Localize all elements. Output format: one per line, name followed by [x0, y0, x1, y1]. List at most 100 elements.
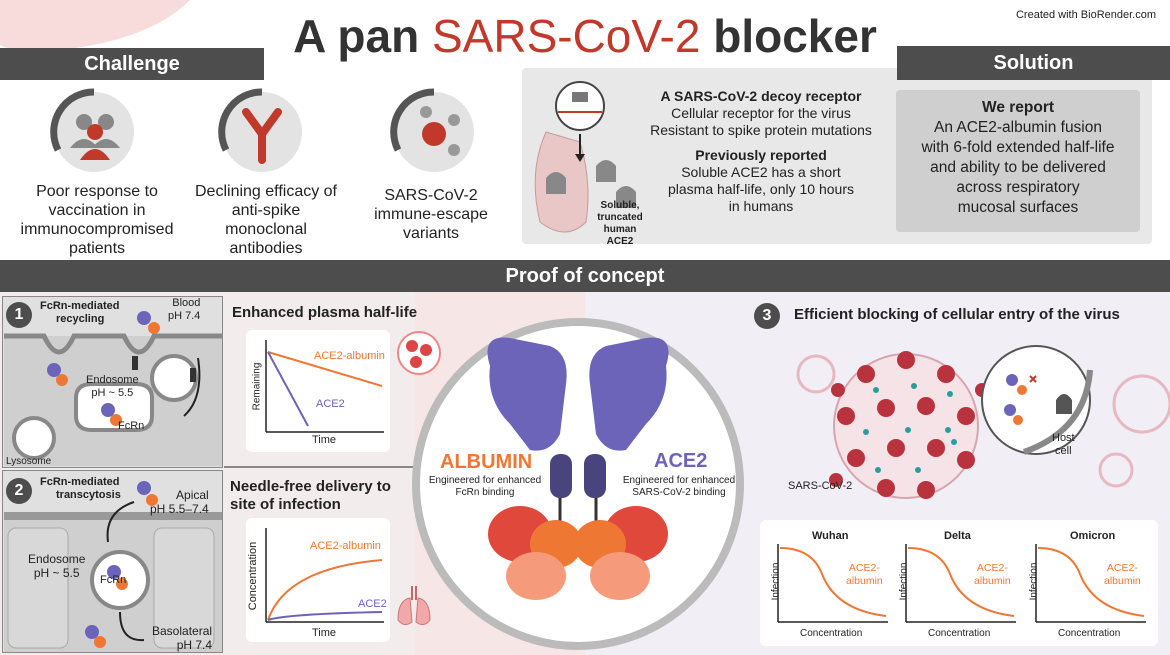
apical-line1: Apical — [176, 488, 209, 502]
ace2-albumin-molecule — [412, 318, 744, 650]
decoy-line-2: Resistant to spike protein mutations — [650, 122, 872, 138]
panel1-title: FcRn-mediated recycling — [40, 300, 119, 326]
delivery-ylabel: Concentration — [247, 541, 259, 611]
chart-delta-label: ACE2- albumin — [974, 562, 1011, 588]
infection-chart-omicron — [1035, 544, 1146, 623]
challenge-text-1: Poor response to vaccination in immunoco… — [20, 183, 174, 257]
delta-label-line2: albumin — [974, 575, 1011, 587]
fcrn-label-1: FcRn — [118, 420, 145, 432]
lungs-icon — [397, 586, 431, 626]
host-label-line1: Host — [1052, 432, 1075, 444]
panel1-number: 1 — [6, 302, 32, 328]
halflife-ylabel: Remaining — [251, 362, 263, 411]
decoy-title: A SARS-CoV-2 decoy receptor — [660, 88, 862, 104]
challenge-text-3: SARS-CoV-2 immune-escape variants — [374, 187, 488, 242]
blood-label: Blood pH 7.4 — [168, 297, 200, 323]
decoy-line-3: Soluble ACE2 has a short — [681, 164, 841, 180]
halflife-title: Enhanced plasma half-life — [232, 304, 418, 321]
decoy-line-5: in humans — [728, 198, 794, 214]
decoy-line-4: plasma half-life, only 10 hours — [668, 181, 854, 197]
lung-cell-illustration — [534, 81, 636, 233]
ace2-desc-line1: Engineered for enhanced — [622, 475, 736, 486]
infection-chart-delta — [905, 544, 1016, 623]
basolateral-label: Basolateral pH 7.4 — [152, 624, 212, 652]
wuhan-label-line1: ACE2- — [848, 562, 880, 574]
host-label-line2: cell — [1055, 445, 1072, 457]
chart-wuhan-title: Wuhan — [812, 530, 849, 542]
chart-omicron-xlabel: Concentration — [1058, 628, 1121, 639]
halflife-chart — [265, 340, 384, 433]
solution-line-5: mucosal surfaces — [957, 199, 1079, 216]
title-accent: SARS-CoV-2 — [432, 10, 701, 62]
recycling-illustration — [4, 311, 222, 466]
solution-bar: Solution — [897, 46, 1170, 80]
title-part-pre: A pan — [293, 10, 432, 62]
blood-cell-icon — [397, 331, 441, 375]
challenge-text-2: Declining efficacy of anti-spike monoclo… — [195, 183, 337, 257]
soluble-ace2-label: Soluble, truncated human ACE2 — [584, 200, 656, 248]
panel2-title: FcRn-mediated transcytosis — [40, 476, 121, 502]
delivery-label-ace2: ACE2 — [358, 598, 387, 610]
horizontal-divider — [224, 466, 415, 468]
delivery-title-line1: Needle-free delivery to — [230, 478, 391, 495]
panel2-title-line1: FcRn-mediated — [40, 476, 120, 488]
omicron-label-line1: ACE2- — [1106, 562, 1138, 574]
credit-text: Created with BioRender.com — [1015, 9, 1156, 21]
chart-wuhan-ylabel: Infection — [770, 562, 782, 601]
sars-cov-2-label: SARS-CoV-2 — [788, 480, 853, 492]
endosome1-line1: Endosome — [86, 374, 139, 386]
chart-wuhan-xlabel: Concentration — [800, 628, 863, 639]
chart-omicron-title: Omicron — [1070, 530, 1116, 542]
ace2-label: ACE2 — [654, 450, 708, 472]
solution-box: We report An ACE2-albumin fusion with 6-… — [896, 90, 1140, 232]
basolateral-line2: pH 7.4 — [176, 638, 213, 652]
omicron-label-line2: albumin — [1104, 575, 1141, 587]
virus-icon — [390, 88, 474, 172]
previously-reported-title: Previously reported — [695, 147, 827, 163]
chart-wuhan-label: ACE2- albumin — [846, 562, 883, 588]
fcrn-label-2: FcRn — [100, 574, 127, 586]
solution-line-3: and ability to be delivered — [930, 159, 1106, 176]
endosome2-line1: Endosome — [28, 552, 86, 566]
delivery-title-line2: site of infection — [230, 496, 341, 513]
antibody-icon — [218, 88, 302, 172]
apical-label: Apical pH 5.5–7.4 — [150, 488, 209, 516]
panel2-title-line2: transcytosis — [56, 489, 121, 501]
panel3-number: 3 — [754, 303, 780, 329]
soluble-label-line1: Soluble, — [600, 200, 640, 211]
panel3-title: Efficient blocking of cellular entry of … — [794, 306, 1120, 323]
delivery-title: Needle-free delivery to site of infectio… — [230, 478, 391, 514]
chart-omicron-label: ACE2- albumin — [1104, 562, 1141, 588]
endosome-label-2: Endosome pH ~ 5.5 — [28, 552, 85, 580]
solution-line-1: An ACE2-albumin fusion — [933, 119, 1102, 136]
decoy-line-1: Cellular receptor for the virus — [671, 105, 851, 121]
soluble-label-line3: ACE2 — [606, 236, 634, 247]
endosome1-line2: pH ~ 5.5 — [91, 387, 134, 399]
endosome2-line2: pH ~ 5.5 — [33, 566, 80, 580]
wuhan-label-line2: albumin — [846, 575, 883, 587]
transcytosis-illustration — [4, 481, 222, 652]
ace2-desc-line2: SARS-CoV-2 binding — [632, 487, 726, 498]
basolateral-line1: Basolateral — [152, 624, 213, 638]
panel1-title-line1: FcRn-mediated — [40, 300, 120, 312]
halflife-xlabel: Time — [312, 434, 337, 446]
blood-label-line2: pH 7.4 — [168, 310, 201, 322]
soluble-label-line2: truncated human — [597, 212, 643, 235]
albumin-desc-line1: Engineered for enhanced — [428, 475, 542, 486]
chart-delta-ylabel: Infection — [898, 562, 910, 601]
solution-line-4: across respiratory — [956, 179, 1080, 196]
halflife-label-ace2: ACE2 — [316, 398, 345, 410]
panel2-number: 2 — [6, 478, 32, 504]
proof-of-concept-bar: Proof of concept — [0, 260, 1170, 292]
albumin-label: ALBUMIN — [440, 451, 533, 473]
solution-line-2: with 6-fold extended half-life — [921, 139, 1115, 156]
panel1-title-line2: recycling — [56, 313, 105, 325]
challenge-bar: Challenge — [0, 48, 264, 80]
title-part-post: blocker — [700, 10, 877, 62]
albumin-desc-line2: FcRn binding — [455, 487, 515, 498]
delivery-chart — [265, 528, 384, 623]
delta-label-line1: ACE2- — [976, 562, 1008, 574]
chart-delta-title: Delta — [944, 530, 971, 542]
decoy-text: A SARS-CoV-2 decoy receptor Cellular rec… — [628, 88, 894, 215]
solution-title: We report — [981, 99, 1055, 116]
